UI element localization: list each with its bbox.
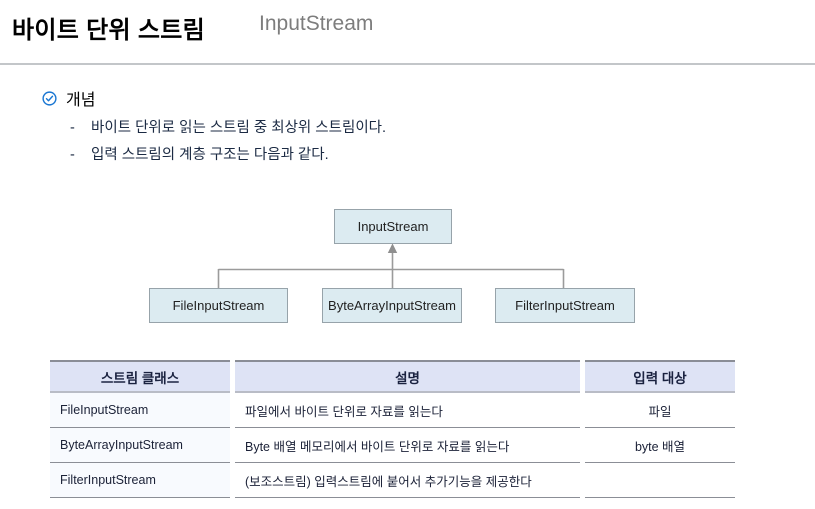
stream-class-table: 스트림 클래스 설명 입력 대상 FileInputStream 파일에서 바이… bbox=[45, 360, 740, 498]
concept-heading: 개념 bbox=[42, 86, 95, 110]
page-header: 바이트 단위 스트림 InputStream bbox=[0, 0, 815, 65]
header-divider bbox=[0, 63, 815, 65]
bullet-dash-marker: - bbox=[70, 120, 75, 136]
uml-box-filterinputstream[interactable]: FilterInputStream bbox=[495, 288, 635, 323]
table-header-description: 설명 bbox=[235, 360, 580, 393]
uml-box-inputstream[interactable]: InputStream bbox=[334, 209, 452, 244]
table-row: FileInputStream 파일에서 바이트 단위로 자료를 읽는다 파일 bbox=[50, 393, 735, 428]
cell-stream-class: FilterInputStream bbox=[50, 463, 230, 498]
uml-box-bytearrayinputstream[interactable]: ByteArrayInputStream bbox=[322, 288, 462, 323]
class-hierarchy-diagram: InputStream FileInputStream ByteArrayInp… bbox=[0, 200, 815, 330]
cell-description: Byte 배열 메모리에서 바이트 단위로 자료를 읽는다 bbox=[235, 428, 580, 463]
uml-box-fileinputstream[interactable]: FileInputStream bbox=[149, 288, 288, 323]
table-row: FilterInputStream (보조스트림) 입력스트림에 붙어서 추가기… bbox=[50, 463, 735, 498]
table-header-row: 스트림 클래스 설명 입력 대상 bbox=[50, 360, 735, 393]
concept-heading-label: 개념 bbox=[66, 92, 96, 109]
uml-box-label: FileInputStream bbox=[172, 298, 265, 313]
concept-bullet-item: - 입력 스트림의 계층 구조는 다음과 같다. bbox=[70, 143, 329, 164]
table-header-input-target: 입력 대상 bbox=[585, 360, 735, 393]
concept-bullet-item: - 바이트 단위로 읽는 스트림 중 최상위 스트림이다. bbox=[70, 116, 386, 137]
concept-bullet-text: 바이트 단위로 읽는 스트림 중 최상위 스트림이다. bbox=[91, 120, 387, 136]
uml-box-label: FilterInputStream bbox=[515, 298, 615, 313]
table-header-stream-class: 스트림 클래스 bbox=[50, 360, 230, 393]
bullet-dash-marker: - bbox=[70, 147, 75, 163]
concept-bullet-text: 입력 스트림의 계층 구조는 다음과 같다. bbox=[91, 147, 329, 163]
cell-input-target bbox=[585, 463, 735, 498]
cell-input-target: byte 배열 bbox=[585, 428, 735, 463]
cell-stream-class: FileInputStream bbox=[50, 393, 230, 428]
cell-description: 파일에서 바이트 단위로 자료를 읽는다 bbox=[235, 393, 580, 428]
table-row: ByteArrayInputStream Byte 배열 메모리에서 바이트 단… bbox=[50, 428, 735, 463]
page-title: 바이트 단위 스트림 bbox=[12, 17, 205, 44]
cell-description: (보조스트림) 입력스트림에 붙어서 추가기능을 제공한다 bbox=[235, 463, 580, 498]
check-circle-icon bbox=[42, 90, 57, 106]
page-subtitle: InputStream bbox=[259, 12, 374, 35]
uml-box-label: InputStream bbox=[357, 219, 429, 234]
cell-stream-class: ByteArrayInputStream bbox=[50, 428, 230, 463]
diagram-connector-lines bbox=[217, 243, 565, 288]
cell-input-target: 파일 bbox=[585, 393, 735, 428]
uml-box-label: ByteArrayInputStream bbox=[328, 298, 456, 313]
